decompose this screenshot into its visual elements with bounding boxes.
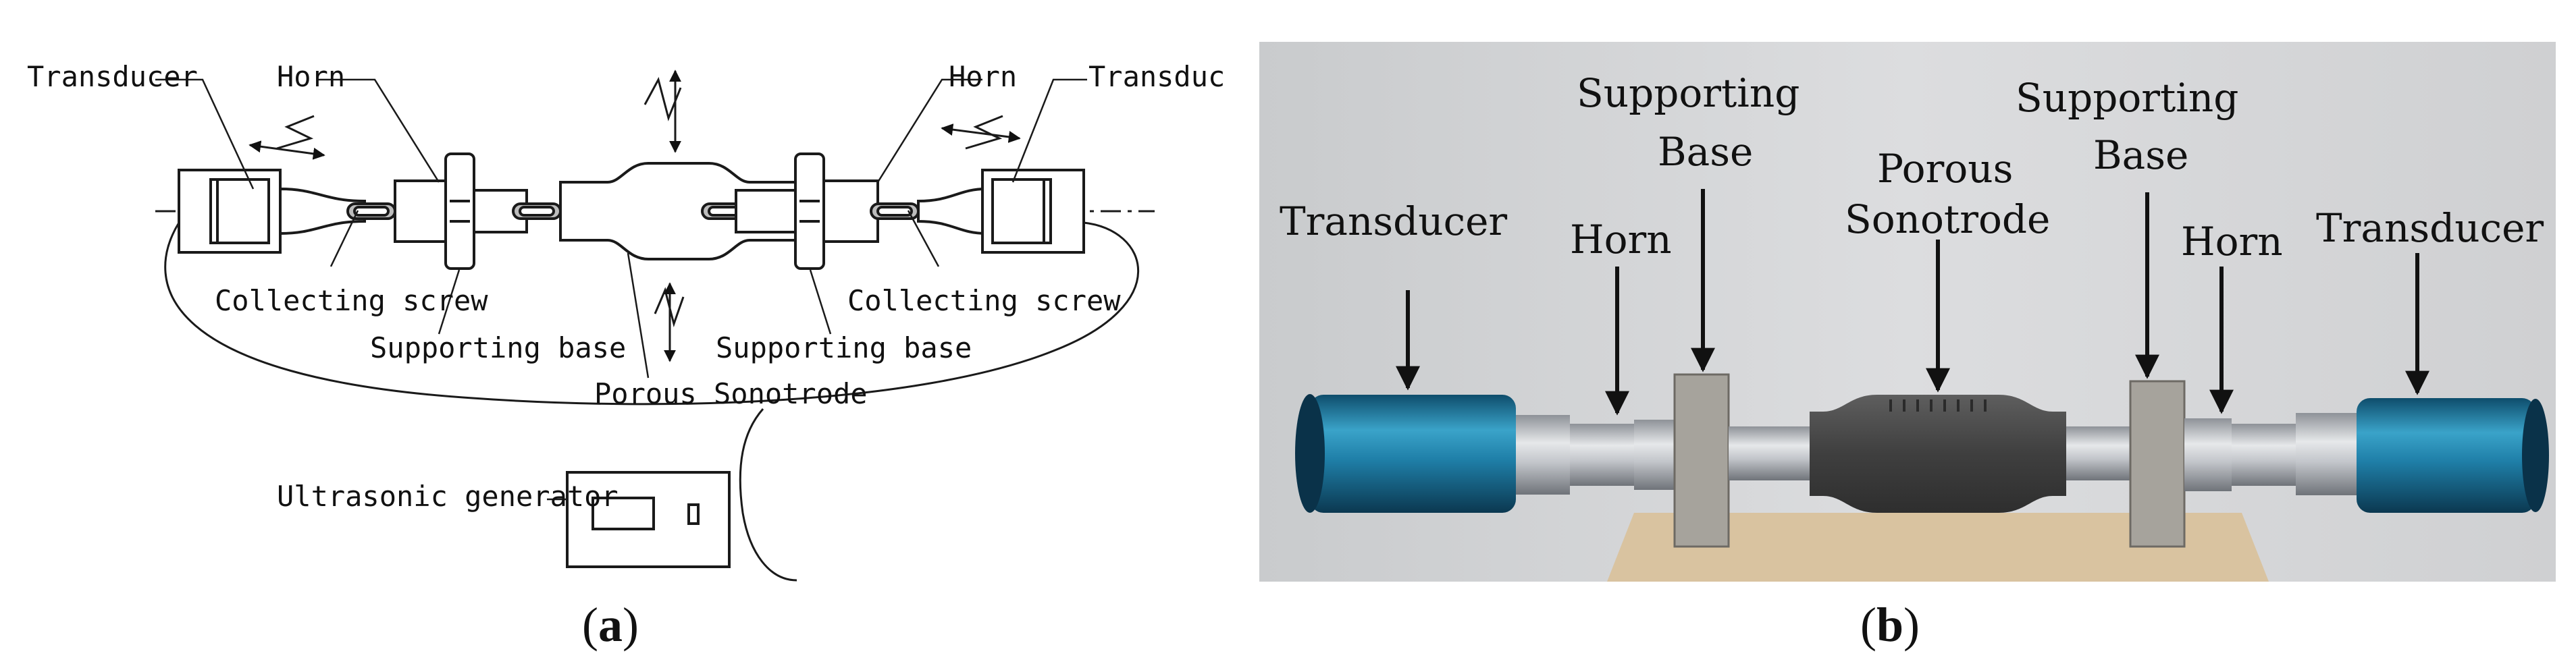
label-a-supporting-base-left: Supporting base xyxy=(370,331,626,364)
label-a-horn-left: Horn xyxy=(277,60,345,93)
cable-loop xyxy=(164,221,1139,406)
leader-lines xyxy=(155,78,1087,501)
label-b-horn-right: Horn xyxy=(2181,219,2283,265)
label-a-supporting-base-right: Supporting base xyxy=(716,331,972,364)
vibration-arrows xyxy=(248,69,1021,362)
right-horn-neck xyxy=(917,187,987,235)
label-b-transducer-right: Transducer xyxy=(2316,205,2544,251)
label-b-supporting-left-1: Supporting xyxy=(1577,70,1799,116)
label-b-transducer-left: Transducer xyxy=(1280,198,1507,244)
generator-cable xyxy=(739,408,797,582)
label-a-collecting-screw-right: Collecting screw xyxy=(847,284,1121,317)
generator-display xyxy=(592,497,655,530)
label-a-porous-sonotrode: Porous Sonotrode xyxy=(594,377,868,410)
label-a-transducer-left: Transducer xyxy=(27,60,198,93)
left-horn-neck xyxy=(279,187,366,235)
photo-sonotrode xyxy=(1810,395,2066,513)
label-b-porous-1: Porous xyxy=(1877,146,2013,192)
photo-sonotrode-pores xyxy=(1889,399,1987,412)
photo-left-horn xyxy=(1634,420,1681,490)
label-a-transducer-right: Transduc xyxy=(1088,60,1225,93)
right-transducer-inner xyxy=(991,178,1052,244)
left-transducer-inner xyxy=(209,178,270,244)
left-horn-block xyxy=(394,179,450,243)
photo-table xyxy=(1607,513,2269,582)
photo-left-transducer xyxy=(1295,394,1634,513)
generator-knob xyxy=(687,503,700,525)
panel-b-photo xyxy=(1259,42,2556,582)
label-a-horn-right: Horn xyxy=(949,60,1017,93)
left-supporting-base xyxy=(444,152,475,270)
label-b-supporting-right-1: Supporting xyxy=(2016,75,2238,121)
label-b-supporting-right-2: Base xyxy=(2093,132,2188,178)
photo-left-base xyxy=(1673,373,1730,548)
right-supporting-base xyxy=(794,152,825,270)
label-b-porous-2: Sonotrode xyxy=(1845,196,2050,242)
photo-right-transducer xyxy=(2232,398,2549,513)
photo-right-horn xyxy=(2184,418,2232,491)
photo-right-base xyxy=(2129,380,2186,548)
label-b-supporting-left-2: Base xyxy=(1658,129,1753,175)
label-a-ultrasonic-generator: Ultrasonic generator xyxy=(277,480,619,513)
right-horn-block xyxy=(822,179,879,243)
caption-a: (a) xyxy=(582,598,639,652)
label-b-horn-left: Horn xyxy=(1570,217,1672,262)
caption-b: (b) xyxy=(1860,598,1920,652)
photo-pointer-arrows xyxy=(1396,189,2429,416)
label-a-collecting-screw-left: Collecting screw xyxy=(215,284,488,317)
panel-a-schematic xyxy=(155,69,1155,582)
